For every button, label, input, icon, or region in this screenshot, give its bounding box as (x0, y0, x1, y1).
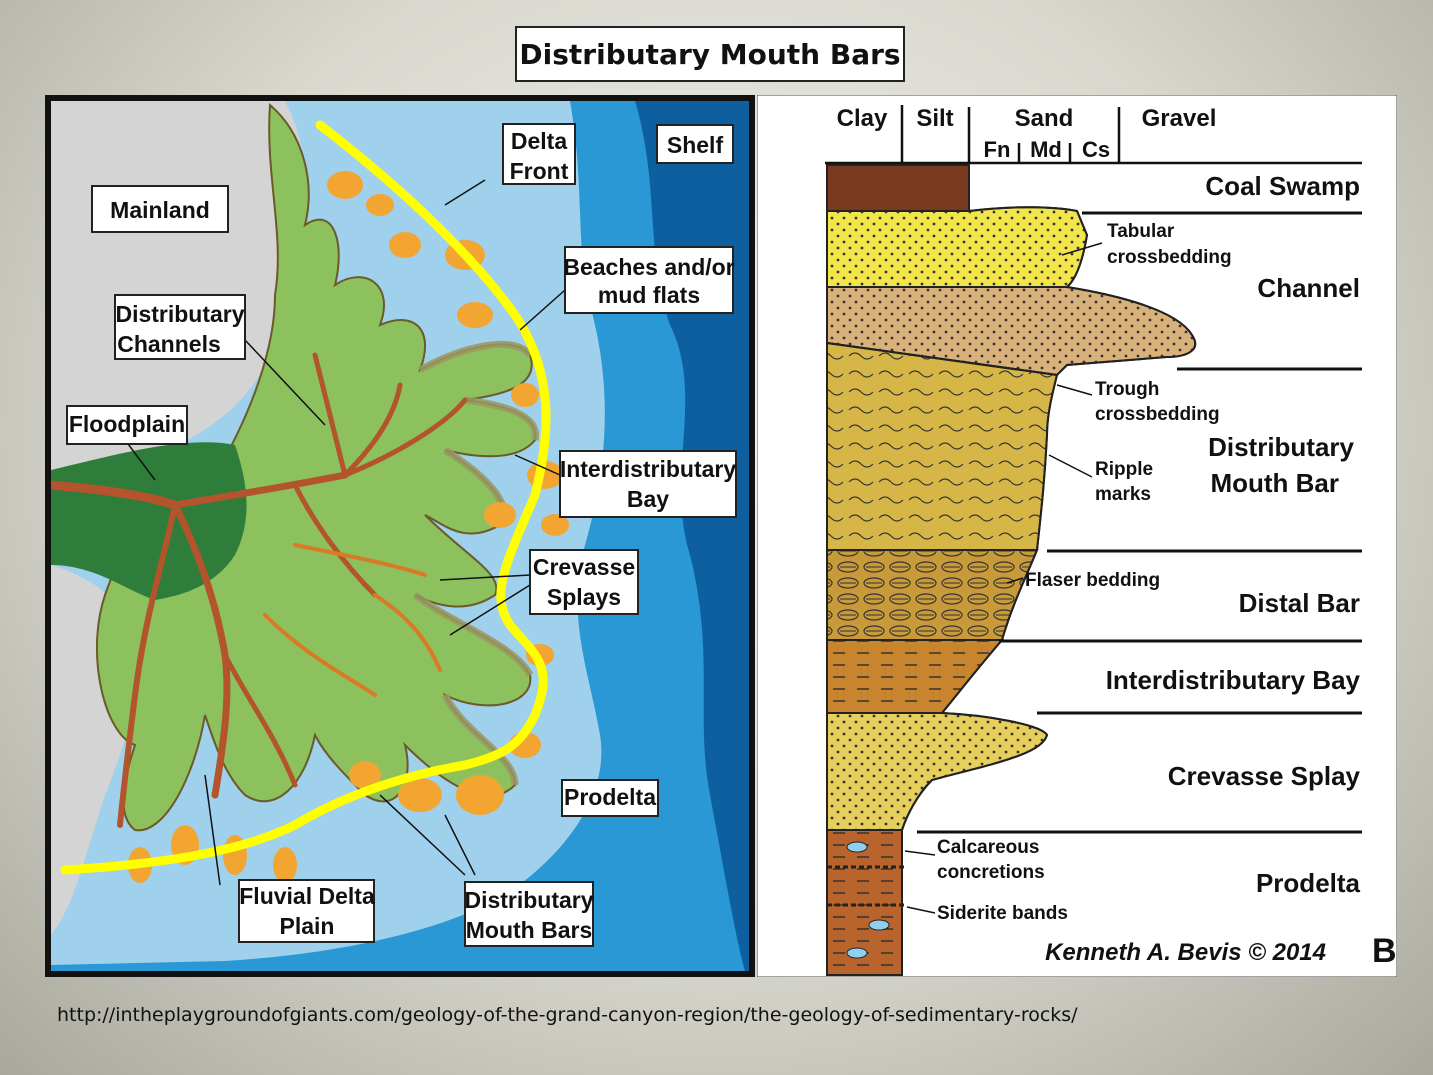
unit-crevasse-splay: Crevasse Splay (1168, 761, 1361, 791)
delta-map-panel: Mainland Shelf Delta Front Beaches and/o… (45, 95, 755, 977)
unit-dmb-1: Distributary (1208, 432, 1354, 462)
page-title: Distributary Mouth Bars (515, 26, 905, 82)
struct-trough-2: crossbedding (1095, 404, 1220, 425)
structure-leaders (904, 242, 1103, 914)
struct-flaser: Flaser bedding (1025, 570, 1160, 591)
column-beds (826, 164, 1197, 976)
label-dist-channels-1: Distributary (115, 301, 244, 327)
unit-interdist-bay: Interdistributary Bay (1106, 665, 1361, 695)
label-interdist-bay-1: Interdistributary (560, 456, 737, 482)
unit-distal-bar: Distal Bar (1239, 588, 1360, 618)
delta-front-line (60, 120, 551, 875)
prodelta-features (827, 841, 907, 959)
grain-md: Md (1030, 137, 1062, 162)
unit-channel: Channel (1257, 273, 1360, 303)
label-prodelta: Prodelta (564, 784, 656, 810)
struct-calc-1: Calcareous (937, 837, 1039, 858)
unit-dividers (917, 211, 1362, 834)
label-fluvial-2: Plain (280, 913, 335, 939)
label-shelf: Shelf (667, 132, 724, 158)
grain-fn: Fn (984, 137, 1011, 162)
source-url[interactable]: http://intheplaygroundofgiants.com/geolo… (57, 1004, 1078, 1026)
map-labels: Mainland Shelf Delta Front Beaches and/o… (66, 123, 737, 947)
struct-siderite: Siderite bands (937, 903, 1068, 924)
stratigraphic-column-panel: Clay Silt Sand Gravel Fn Md Cs (757, 95, 1397, 977)
leader-lines (124, 179, 566, 886)
label-floodplain: Floodplain (69, 411, 185, 437)
struct-tabular-1: Tabular (1107, 221, 1175, 242)
unit-prodelta: Prodelta (1256, 868, 1361, 898)
struct-calc-2: concretions (937, 862, 1045, 883)
unit-names: Coal Swamp Channel Distributary Mouth Ba… (1106, 171, 1361, 898)
label-beaches-2: mud flats (598, 282, 700, 308)
label-mouth-bars-2: Mouth Bars (466, 917, 593, 943)
label-mainland: Mainland (110, 197, 210, 223)
label-fluvial-1: Fluvial Delta (239, 883, 375, 909)
label-delta-front-2: Front (510, 158, 569, 184)
credit-text: Kenneth A. Bevis © 2014 (1045, 939, 1326, 966)
grain-cs: Cs (1082, 137, 1110, 162)
grain-clay: Clay (837, 105, 888, 132)
struct-ripple-2: marks (1095, 484, 1151, 505)
grain-sand: Sand (1015, 105, 1074, 132)
struct-ripple-1: Ripple (1095, 459, 1153, 480)
label-delta-front-1: Delta (511, 128, 567, 154)
label-crevasse-2: Splays (547, 584, 621, 610)
grain-size-scale: Clay Silt Sand Gravel Fn Md Cs (825, 105, 1362, 165)
grain-gravel: Gravel (1142, 105, 1217, 132)
label-mouth-bars-1: Distributary (464, 887, 593, 913)
label-interdist-bay-2: Bay (627, 486, 669, 512)
label-beaches-1: Beaches and/or (563, 254, 734, 280)
label-crevasse-1: Crevasse (533, 554, 635, 580)
label-dist-channels-2: Channels (117, 331, 221, 357)
distributary-channels (51, 352, 468, 828)
structure-labels: Tabular crossbedding Trough crossbedding… (937, 221, 1232, 924)
struct-tabular-2: crossbedding (1107, 247, 1232, 268)
panel-b-letter: B (1372, 932, 1397, 970)
unit-coal-swamp: Coal Swamp (1205, 171, 1360, 201)
unit-dmb-2: Mouth Bar (1210, 468, 1339, 498)
struct-trough-1: Trough (1095, 379, 1159, 400)
grain-silt: Silt (916, 105, 953, 132)
